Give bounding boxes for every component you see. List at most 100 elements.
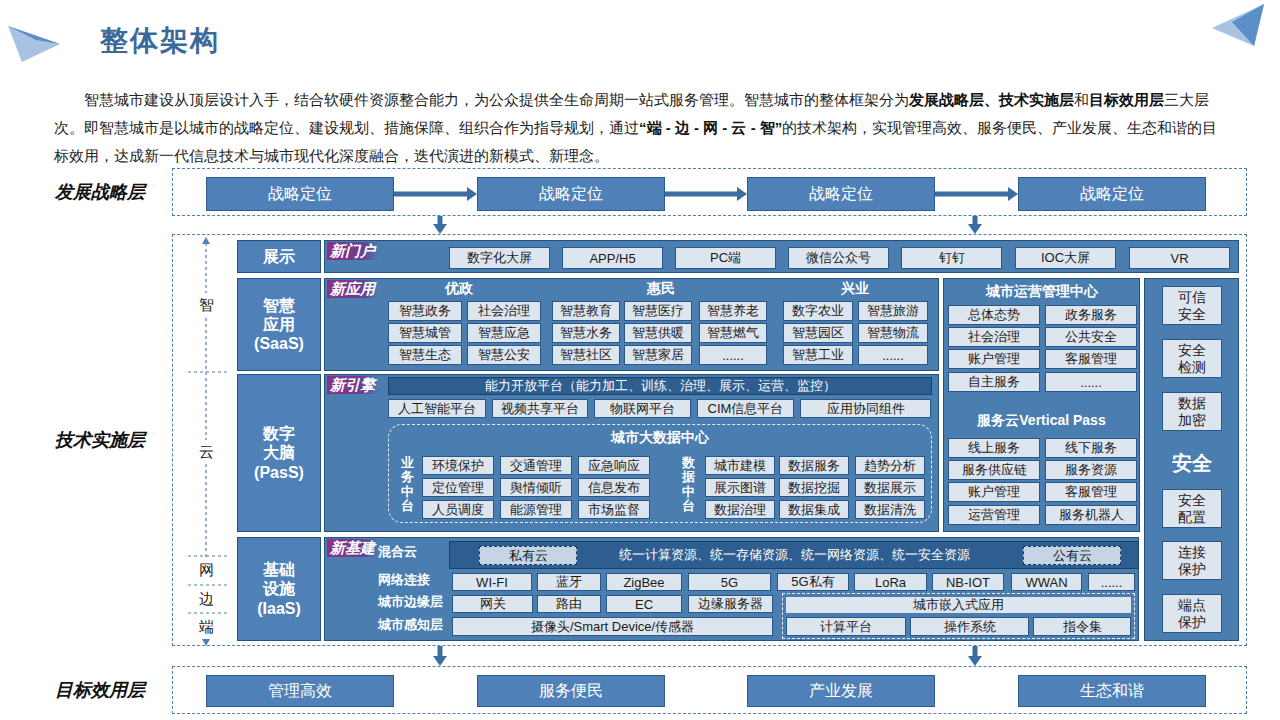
module-box: 交通管理 bbox=[500, 456, 572, 475]
box-text: 战略定位 bbox=[539, 184, 603, 205]
security-box: 可信安全 bbox=[1162, 286, 1222, 325]
box-text: 新引擎 bbox=[327, 376, 378, 394]
box-text: 服务云Vertical Pass bbox=[944, 412, 1139, 429]
module-box: 舆情倾听 bbox=[500, 478, 572, 497]
box-text: 目标效用层 bbox=[55, 678, 145, 702]
box-text: 智慧社区 bbox=[560, 346, 612, 364]
module-box: 数据挖掘 bbox=[779, 478, 849, 497]
strategy-box: 战略定位 bbox=[477, 177, 665, 211]
module-box: 指令集 bbox=[1033, 617, 1131, 636]
strategy-box: 战略定位 bbox=[747, 177, 935, 211]
box-text: 服务机器人 bbox=[1059, 506, 1124, 524]
module-box: 摄像头/Smart Device/传感器 bbox=[452, 617, 773, 636]
box-text: 总体态势 bbox=[968, 306, 1020, 324]
hybrid-cloud-bar: 统一计算资源、统一存储资源、统一网络资源、统一安全资源私有云公有云 bbox=[449, 541, 1139, 569]
box-text: 服务便民 bbox=[539, 681, 603, 702]
layer-panel: 新门户数字化大屏APP/H5PC端微信公众号钉钉IOC大屏VR bbox=[324, 240, 1239, 273]
box-text: 生态和谐 bbox=[1080, 681, 1144, 702]
box-text: CIM信息平台 bbox=[708, 400, 784, 418]
box-text: 智慧水务 bbox=[560, 324, 612, 342]
label-holder: 端 bbox=[199, 618, 214, 637]
module-box: 数字化大屏 bbox=[449, 247, 550, 269]
box-text: 安全 bbox=[1145, 451, 1238, 475]
box-text: 智慧应急 bbox=[478, 324, 530, 342]
box-text: 舆情倾听 bbox=[510, 479, 562, 497]
target-box: 生态和谐 bbox=[1018, 675, 1206, 707]
row-label-box: 数字 大脑 (PasS) bbox=[237, 374, 321, 532]
box-text: 政务服务 bbox=[1065, 306, 1117, 324]
module-box: 智慧水务 bbox=[552, 323, 620, 343]
security-box: 安全配置 bbox=[1162, 489, 1222, 528]
module-box: 服务机器人 bbox=[1045, 505, 1137, 525]
box-text: 公有云 bbox=[1053, 547, 1092, 565]
security-box: 端点保护 bbox=[1162, 594, 1222, 633]
module-box: 数据治理 bbox=[705, 500, 775, 519]
module-box: WWAN bbox=[1011, 573, 1082, 591]
arrow-connector bbox=[935, 192, 1008, 197]
box-text: 数据治理 bbox=[714, 501, 766, 519]
box-text: 5G bbox=[721, 575, 738, 590]
module-box: ...... bbox=[1045, 372, 1137, 392]
module-box: 市场监督 bbox=[578, 500, 650, 519]
box-text: 蓝牙 bbox=[556, 573, 582, 591]
box-text: 人工智能平台 bbox=[398, 400, 476, 418]
layer-panel: 新基建统一计算资源、统一存储资源、统一网络资源、统一安全资源私有云公有云WI-F… bbox=[324, 537, 1139, 641]
module-box: ...... bbox=[1088, 573, 1135, 591]
box-text: APP/H5 bbox=[589, 251, 635, 266]
module-box: 网关 bbox=[452, 595, 533, 613]
box-text: 数据加密 bbox=[1177, 395, 1206, 429]
module-box: 边缘服务器 bbox=[688, 595, 773, 613]
module-box: EC bbox=[606, 595, 682, 613]
box-text: LoRa bbox=[875, 575, 906, 590]
module-box: 自主服务 bbox=[948, 372, 1040, 392]
module-box: 智慧养老 bbox=[699, 301, 767, 321]
box-text: 统一计算资源、统一存储资源、统一网络资源、统一安全资源 bbox=[619, 546, 970, 564]
box-text: 人员调度 bbox=[432, 501, 484, 519]
arrow-connector bbox=[973, 216, 978, 224]
arrow-connector bbox=[438, 646, 443, 656]
paragraph-text: 发展战略层、技术实施层 bbox=[909, 91, 1074, 108]
module-box: 视频共享平台 bbox=[492, 399, 588, 418]
module-box: 社会治理 bbox=[948, 327, 1040, 347]
divider-line bbox=[188, 371, 228, 372]
layer-panel: 新应用智慧政务社会治理智慧城管智慧应急智慧生态智慧公安智慧教育智慧医疗智慧养老智… bbox=[324, 278, 939, 371]
module-box: 智慧政务 bbox=[388, 301, 462, 321]
box-text: 技术实施层 bbox=[55, 428, 145, 452]
label-holder: 云 bbox=[199, 443, 214, 462]
box-text: 数据挖掘 bbox=[788, 479, 840, 497]
box-text: 公共安全 bbox=[1065, 328, 1117, 346]
box-text: 智慧供暖 bbox=[632, 324, 684, 342]
box-text: 网关 bbox=[480, 595, 506, 613]
box-text: 数据清洗 bbox=[864, 501, 916, 519]
box-text: 运营管理 bbox=[968, 506, 1020, 524]
module-box: 定位管理 bbox=[422, 478, 494, 497]
module-box: 城市建模 bbox=[705, 456, 775, 475]
operation-panel: 城市运营管理中心服务云Vertical Pass总体态势政务服务社会治理公共安全… bbox=[943, 278, 1140, 532]
box-text: 智慧燃气 bbox=[707, 324, 759, 342]
module-box: 数据集成 bbox=[779, 500, 849, 519]
box-text: 社会治理 bbox=[968, 328, 1020, 346]
page-title: 整体架构 bbox=[100, 25, 220, 56]
box-text: 连接保护 bbox=[1177, 544, 1206, 578]
module-box: 智慧供暖 bbox=[624, 323, 692, 343]
box-text: 数字化大屏 bbox=[467, 249, 532, 267]
row-label-box: 基础 设施 (IaaS) bbox=[237, 537, 321, 641]
corner-triangle bbox=[1232, 4, 1264, 46]
box-text: WI-FI bbox=[476, 575, 508, 590]
module-box: 人员调度 bbox=[422, 500, 494, 519]
box-text: 发展战略层 bbox=[55, 180, 145, 204]
paragraph-text: 和 bbox=[1074, 91, 1089, 108]
module-box: 账户管理 bbox=[948, 349, 1040, 369]
box-text: 社会治理 bbox=[478, 302, 530, 320]
module-box: 政务服务 bbox=[1045, 305, 1137, 325]
box-text: 智慧公安 bbox=[478, 346, 530, 364]
axis-line bbox=[188, 243, 228, 613]
module-box: 智慧园区 bbox=[783, 323, 853, 343]
module-box: 智慧教育 bbox=[552, 301, 620, 321]
box-text: EC bbox=[635, 597, 653, 612]
module-box: 总体态势 bbox=[948, 305, 1040, 325]
label-holder: 边 bbox=[199, 590, 214, 609]
target-box: 产业发展 bbox=[747, 675, 935, 707]
box-text: 应急响应 bbox=[588, 457, 640, 475]
